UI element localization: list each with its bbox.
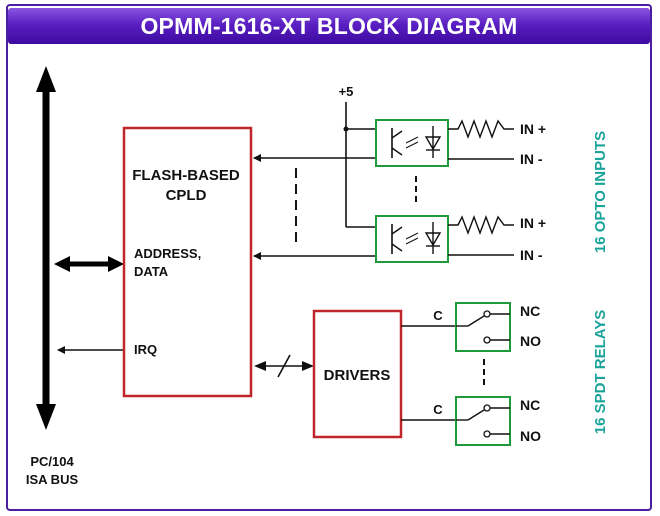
relay-1 <box>455 302 511 352</box>
cpld-irq-label: IRQ <box>134 342 157 357</box>
address-data-arrow <box>54 256 124 272</box>
relay-2-nc-label: NC <box>520 397 540 413</box>
relay-2 <box>455 396 511 446</box>
opto-isolator-1 <box>375 119 449 167</box>
input-1-plus-label: IN + <box>520 121 546 137</box>
relay-2-no-label: NO <box>520 428 541 444</box>
relay-2-common-label: C <box>433 402 443 417</box>
bus-label-line2: ISA BUS <box>26 472 79 487</box>
cpld-address-label-line1: ADDRESS, <box>134 246 201 261</box>
opto-inputs-section-label: 16 OPTO INPUTS <box>592 131 609 253</box>
isa-bus-arrow <box>36 66 56 430</box>
cpld-block <box>122 126 253 398</box>
input-1-minus-label: IN - <box>520 151 543 167</box>
input-2-minus-label: IN - <box>520 247 543 263</box>
relay-1-nc-label: NC <box>520 303 540 319</box>
cpld-title-line1: FLASH-BASED <box>132 167 240 184</box>
power-label: +5 <box>339 84 354 99</box>
relays-section-label: 16 SPDT RELAYS <box>592 310 609 435</box>
bus-label-line1: PC/104 <box>30 454 74 469</box>
cpld-address-label-line2: DATA <box>134 264 169 279</box>
opto-isolator-2 <box>375 215 449 263</box>
drivers-block <box>312 309 403 439</box>
input-resistor-1 <box>448 119 514 139</box>
drivers-label: DRIVERS <box>324 367 391 384</box>
input-resistor-2 <box>448 215 514 235</box>
cpld-title-line2: CPLD <box>166 187 207 204</box>
cpld-drivers-bus <box>254 354 314 378</box>
relay-1-no-label: NO <box>520 333 541 349</box>
relay-1-common-label: C <box>433 308 443 323</box>
diagram-title: OPMM-1616-XT BLOCK DIAGRAM <box>8 8 650 44</box>
input-2-plus-label: IN + <box>520 215 546 231</box>
power-rail <box>343 102 376 228</box>
